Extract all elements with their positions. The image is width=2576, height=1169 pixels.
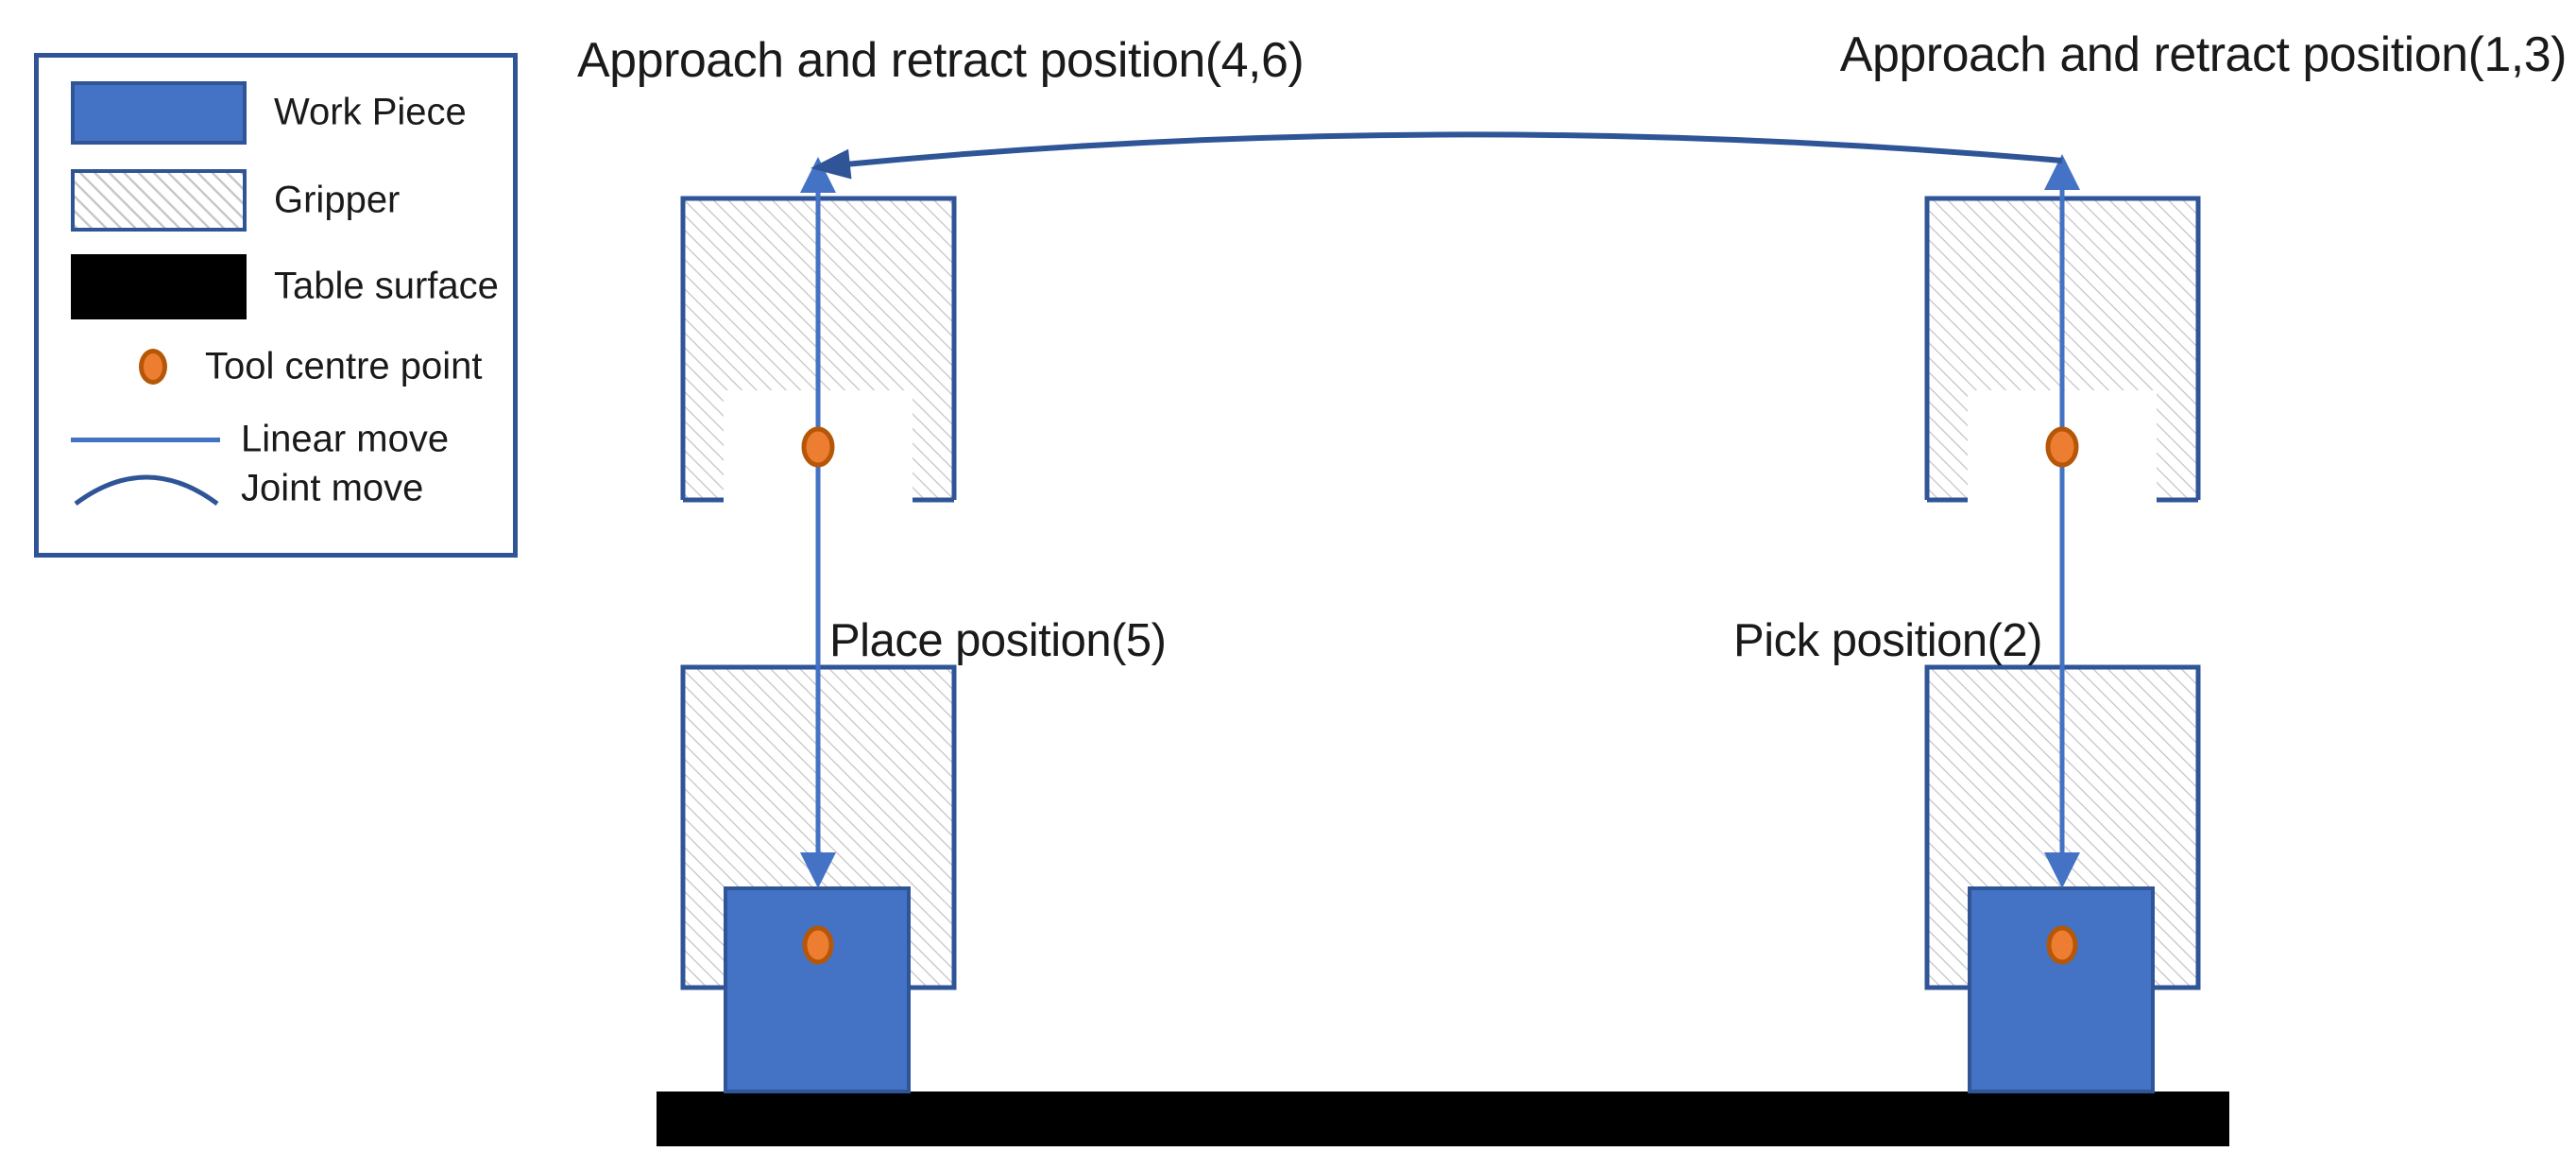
legend-swatch-work-piece — [71, 81, 247, 145]
table-surface — [657, 1092, 2229, 1146]
legend-label-linear-move: Linear move — [241, 418, 450, 460]
linear-move-arrow-right — [2044, 154, 2080, 888]
label-pick-position: Pick position(2) — [1733, 615, 2042, 666]
legend-label-table-surface: Table surface — [274, 265, 499, 307]
legend-swatch-linear-move — [71, 438, 220, 442]
legend-swatch-table-surface — [71, 254, 247, 319]
work-piece-place — [724, 886, 911, 1093]
legend: Work Piece Gripper Table surface Tool ce… — [34, 53, 518, 558]
tcp-dot-pick — [2046, 925, 2078, 965]
arrowhead-down-right — [2044, 852, 2080, 888]
label-approach-right: Approach and retract position(1,3) — [1839, 27, 2567, 82]
legend-label-work-piece: Work Piece — [274, 91, 467, 133]
linear-move-arrow-left — [800, 157, 836, 888]
work-piece-pick — [1968, 886, 2155, 1093]
label-approach-left: Approach and retract position(4,6) — [577, 33, 1305, 88]
tcp-dot-approach-right — [2045, 426, 2079, 468]
arrowhead-down-left — [800, 852, 836, 888]
legend-label-tool-centre-point: Tool centre point — [205, 345, 483, 387]
joint-move-arc — [810, 131, 2063, 180]
legend-swatch-gripper — [71, 169, 247, 232]
legend-swatch-tool-centre-point — [139, 349, 167, 385]
tcp-dot-approach-left — [801, 426, 835, 468]
legend-label-joint-move: Joint move — [241, 467, 424, 509]
arrowhead-up-left — [800, 157, 836, 193]
arrowhead-up-right — [2044, 154, 2080, 190]
label-place-position: Place position(5) — [829, 615, 1167, 666]
joint-move-arrowhead — [810, 148, 852, 180]
legend-label-gripper: Gripper — [274, 179, 401, 221]
tcp-dot-place — [802, 925, 834, 965]
legend-swatch-joint-move — [74, 474, 219, 507]
